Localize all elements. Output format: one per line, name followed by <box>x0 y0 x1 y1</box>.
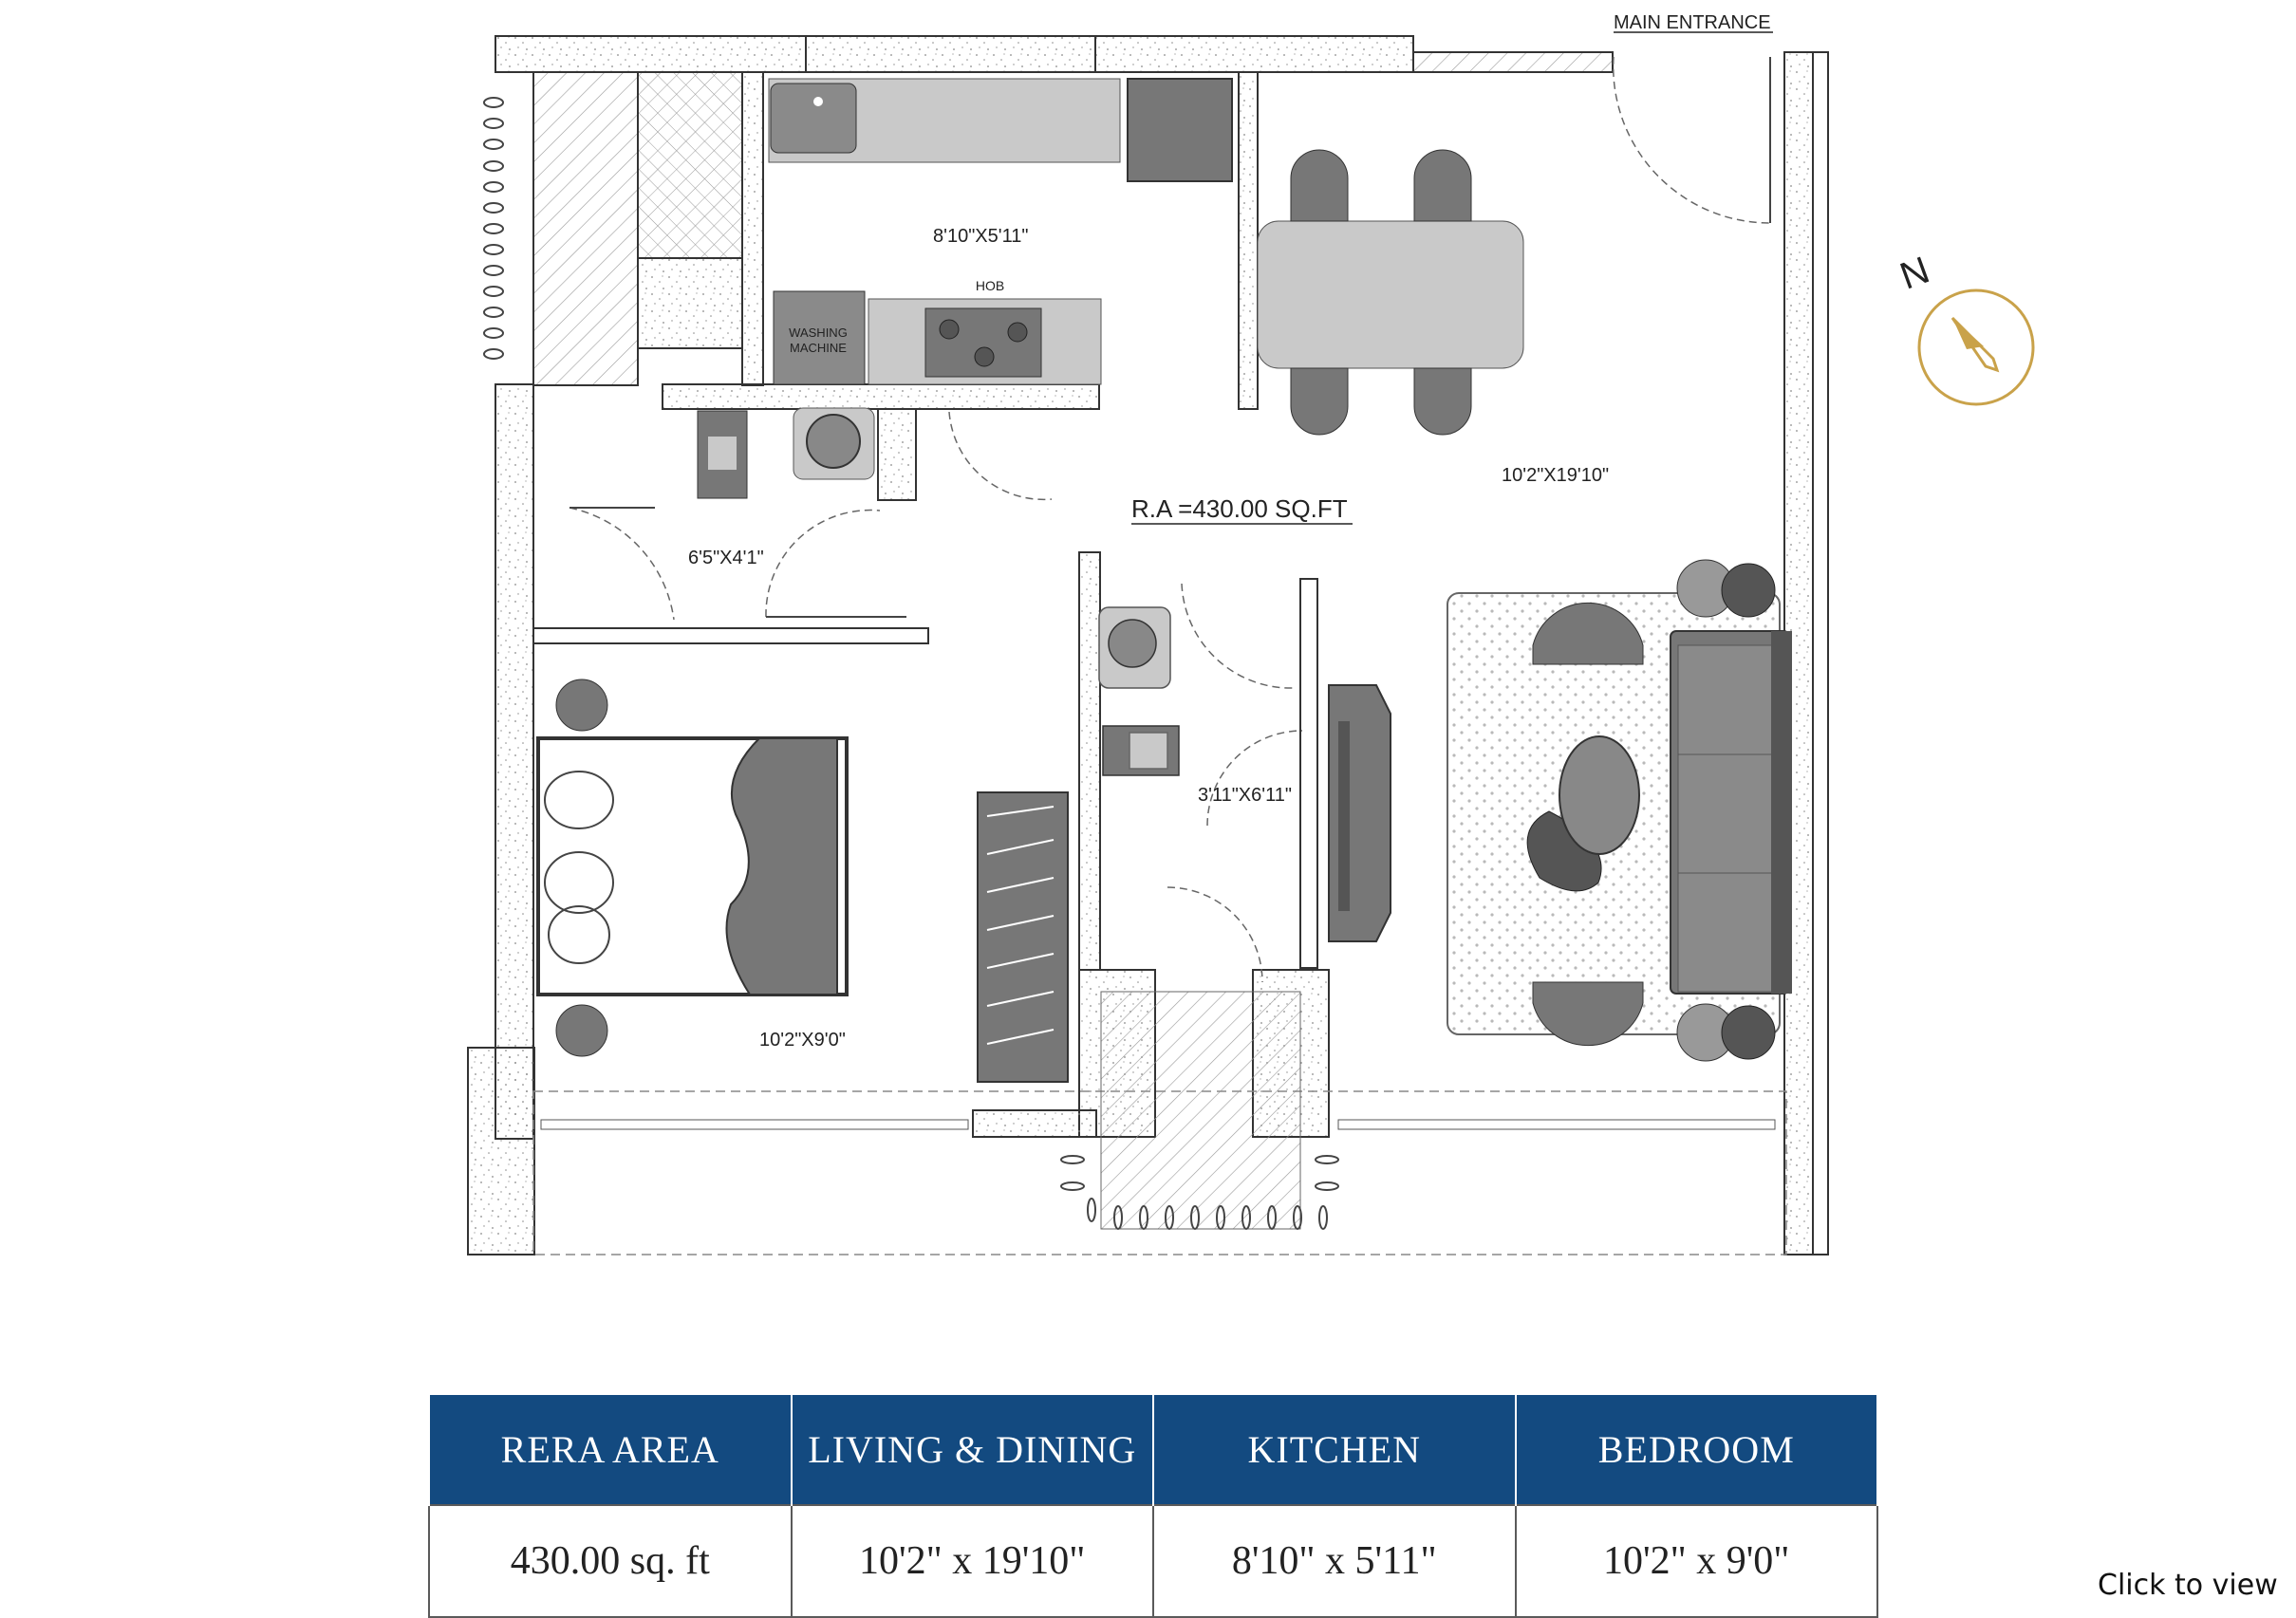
value-bedroom: 10'2" x 9'0" <box>1514 1504 1878 1618</box>
value-living: 10'2" x 19'10" <box>790 1504 1154 1618</box>
area-table: RERA AREA LIVING & DINING KITCHEN BEDROO… <box>428 1393 1878 1618</box>
entrance-door <box>1612 56 1771 224</box>
window-left <box>483 97 504 360</box>
click-to-view-link[interactable]: Click to view <box>2098 1569 2278 1602</box>
living-dim-label: 10'2"X19'10" <box>1502 465 1609 486</box>
value-kitchen: 8'10" x 5'11" <box>1152 1504 1517 1618</box>
value-rera: 430.00 sq. ft <box>428 1504 793 1618</box>
master-bath-dim-label: 3'11"X6'11" <box>1198 785 1292 806</box>
north-letter: N <box>1895 249 1934 297</box>
washing-label-1: WASHING <box>789 325 848 340</box>
balcony <box>532 991 1787 1255</box>
bedroom <box>536 679 1069 1083</box>
table-row: 430.00 sq. ft 10'2" x 19'10" 8'10" x 5'1… <box>428 1504 1878 1618</box>
kitchen <box>697 78 1233 499</box>
header-living: LIVING & DINING <box>790 1393 1154 1505</box>
floor-plan: N MAIN ENTRANCE 8'10"X5'11" HOB WASHING … <box>467 12 2035 1255</box>
main-entrance-label: MAIN ENTRANCE <box>1614 12 1771 33</box>
washing-label-2: MACHINE <box>790 341 847 355</box>
header-rera: RERA AREA <box>428 1393 793 1505</box>
compass-icon <box>1917 288 2035 406</box>
bedroom-dim-label: 10'2"X9'0" <box>759 1030 846 1051</box>
header-bedroom: BEDROOM <box>1514 1393 1878 1505</box>
bathrooms <box>569 411 1303 983</box>
table-header-row: RERA AREA LIVING & DINING KITCHEN BEDROO… <box>428 1393 1878 1505</box>
common-bath-dim-label: 6'5"X4'1" <box>688 548 764 568</box>
dining <box>1257 149 1524 436</box>
rera-label: R.A =430.00 SQ.FT <box>1131 494 1348 523</box>
hob-label: HOB <box>976 278 1004 293</box>
living-room <box>1328 559 1792 1062</box>
header-kitchen: KITCHEN <box>1152 1393 1517 1505</box>
kitchen-dim-label: 8'10"X5'11" <box>933 226 1028 247</box>
